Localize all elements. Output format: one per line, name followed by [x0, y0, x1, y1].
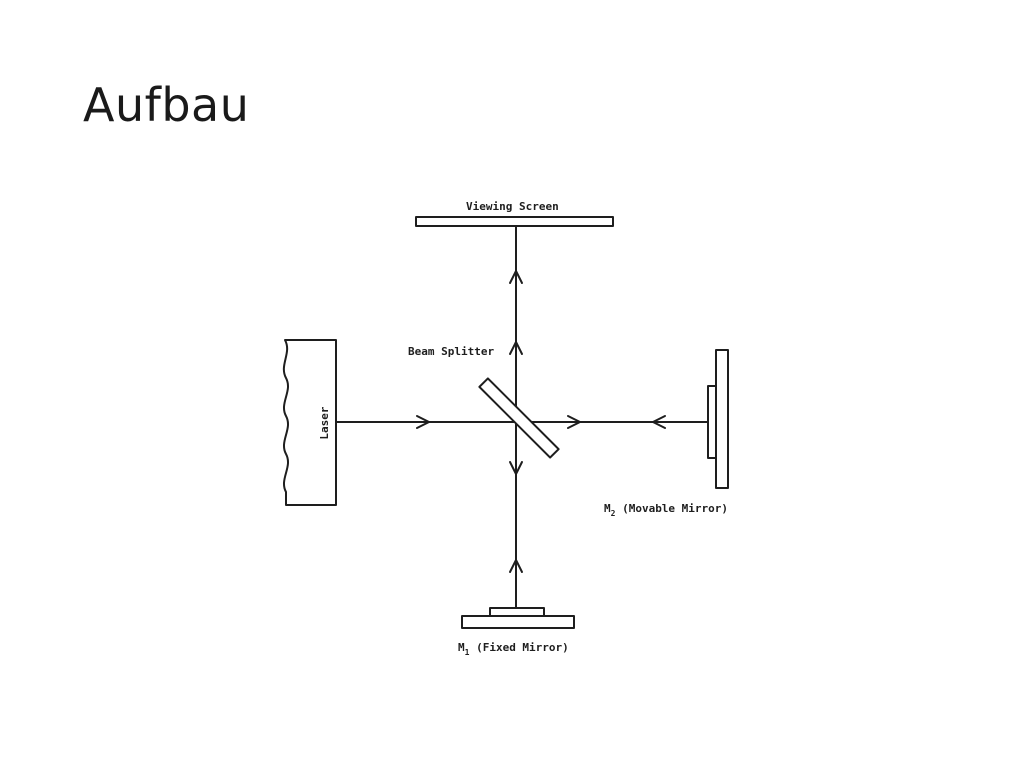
arrow-right-to-m2-icon [567, 415, 581, 429]
viewing-screen [415, 216, 614, 227]
m2-movable-mirror [715, 349, 729, 489]
arrow-up-splitter-icon [509, 341, 523, 355]
m1-symbol: M [458, 641, 465, 654]
m2-mount [707, 385, 717, 459]
slide-title: Aufbau [83, 78, 250, 132]
arrow-up-from-m1-icon [509, 559, 523, 573]
laser-label: Laser [318, 406, 331, 439]
beam-splitter [478, 377, 560, 459]
m1-label: M1 (Fixed Mirror) [458, 641, 569, 657]
m1-mount [489, 607, 545, 617]
arrow-up-screen-icon [509, 270, 523, 284]
m2-label: M2 (Movable Mirror) [604, 502, 728, 518]
viewing-screen-label: Viewing Screen [466, 200, 559, 213]
beam-splitter-label: Beam Splitter [408, 345, 494, 358]
m2-description: (Movable Mirror) [615, 502, 728, 515]
m2-symbol: M [604, 502, 611, 515]
m1-subscript: 1 [465, 648, 470, 657]
laser-housing [282, 339, 337, 506]
m2-subscript: 2 [611, 509, 616, 518]
arrow-right-laser-icon [416, 415, 430, 429]
arrow-down-to-m1-icon [509, 461, 523, 475]
arrow-left-from-m2-icon [652, 415, 666, 429]
m1-description: (Fixed Mirror) [469, 641, 568, 654]
m1-fixed-mirror [461, 615, 575, 629]
